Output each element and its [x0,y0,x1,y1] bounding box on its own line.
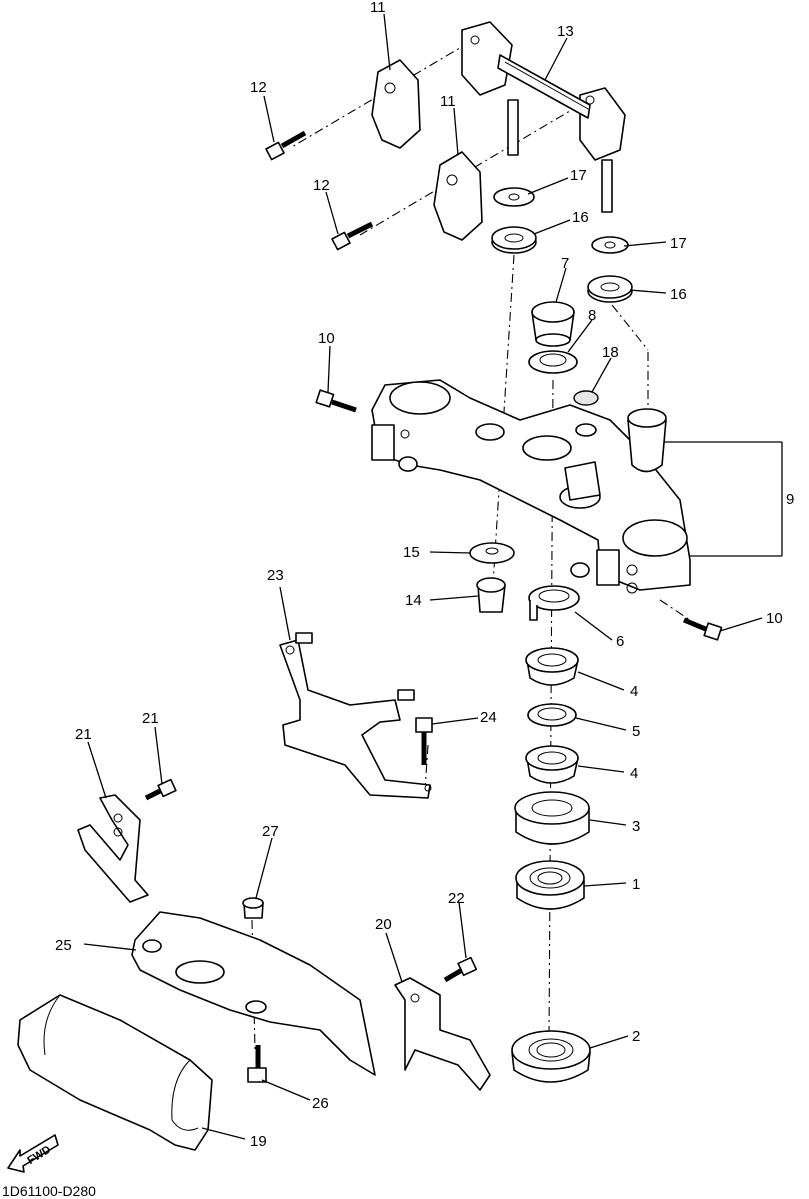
handlebar-holder-lower-2 [433,151,483,241]
bolt-10a [315,389,357,413]
callout-10b: 10 [766,610,783,627]
callout-2: 2 [632,1028,640,1045]
callout-21a: 21 [142,710,159,727]
callout-11a: 11 [370,0,386,16]
callout-11b: 11 [440,93,456,110]
callout-4a: 4 [630,683,638,700]
cover-24 [17,994,213,1151]
callout-8: 8 [588,307,596,324]
callout-1: 1 [632,876,640,893]
callout-20: 21 [75,726,92,743]
callout-17a: 17 [570,167,587,184]
callout-9: 9 [786,491,794,508]
callout-10a: 10 [318,330,335,347]
callout-21b: 22 [448,890,465,907]
washer-5 [527,703,577,727]
cap-nut-14 [476,577,506,613]
bolt-23 [415,717,433,765]
callout-25: 25 [55,937,72,954]
washer-17a [493,187,535,207]
washer-17b [591,236,629,254]
bolt-21a [144,778,177,801]
cap-nut-7 [531,301,575,347]
bolt-26 [247,1045,267,1083]
ring-nut-4b [525,745,579,784]
fwd-arrow-icon: FWD [7,1134,59,1173]
bracket-19 [394,977,491,1091]
callout-22: 23 [267,567,284,584]
handlebar-holder-lower-1 [371,59,421,149]
callout-23: 24 [480,709,497,726]
upper-bracket-9 [371,379,691,594]
callout-15: 15 [403,544,420,561]
bearing-race-3 [514,791,590,845]
washer-8 [528,350,578,374]
callout-27: 27 [262,823,279,840]
callout-4b: 4 [630,765,638,782]
bearing-1 [515,860,585,910]
callout-12b: 12 [313,177,330,194]
bolt-12a [265,130,307,161]
leader-lines [83,13,783,1140]
cap-18 [573,390,599,406]
ring-nut-4a [525,647,579,686]
callout-7: 7 [561,255,569,272]
handlebar-holder-upper [461,21,626,213]
collar-27 [242,897,264,919]
drawing-code: 1D61100-D280 [2,1183,96,1199]
bolt-21b [443,956,478,983]
callout-19: 20 [375,916,392,933]
callout-6: 6 [616,633,624,650]
callout-13: 13 [557,23,574,40]
callout-16b: 16 [670,286,687,303]
lock-washer-6 [528,585,580,621]
bracket-22 [279,632,432,799]
callout-18: 18 [602,344,619,361]
bracket-25 [131,911,376,1076]
callout-14: 14 [405,592,422,609]
bolt-12b [331,221,374,251]
callout-17b: 17 [670,235,687,252]
bearing-2 [511,1030,591,1083]
damper-16b [587,275,633,303]
bracket-20 [77,794,149,903]
damper-9 [627,408,667,473]
damper-16a [491,226,537,254]
callout-26: 26 [312,1095,329,1112]
callout-5: 5 [632,723,640,740]
callouts: 11 13 12 11 12 17 16 17 16 7 8 18 10 9 1… [55,0,794,1150]
callout-12a: 12 [250,79,267,96]
callout-16a: 16 [572,209,589,226]
callout-24: 19 [250,1133,267,1150]
callout-3: 3 [632,818,640,835]
bolt-10b [683,617,723,641]
washer-15 [469,542,515,564]
